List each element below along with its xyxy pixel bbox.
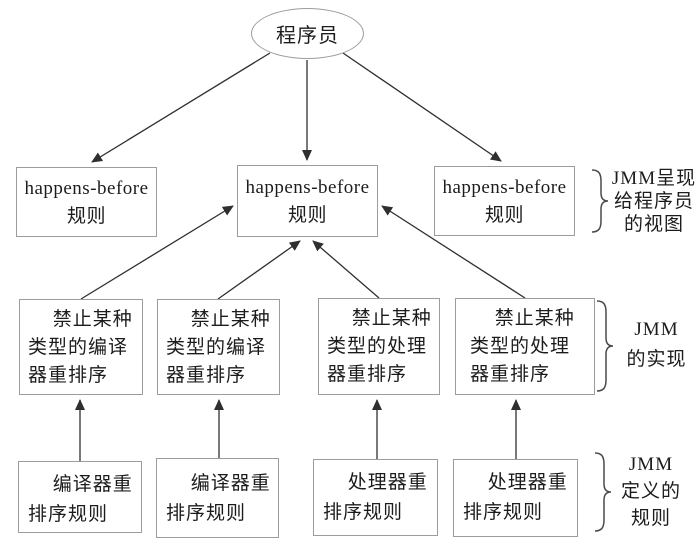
box-line: 类型的编译: [28, 337, 129, 358]
compiler-reorder-rules-box-2: 编译器重 排序规则: [156, 458, 279, 538]
arrow-forbid1-to-hb-middle: [80, 205, 234, 300]
box-line: happens-before: [245, 177, 370, 198]
brace-rules: [594, 452, 612, 532]
brace-view: [591, 169, 609, 233]
label-line: 规则: [630, 508, 671, 529]
box-line: 编译器重: [52, 474, 133, 495]
compiler-reorder-rules-box-1: 编译器重 排序规则: [18, 461, 142, 533]
label-line: 定义的: [620, 481, 681, 502]
box-line: 禁止某种: [52, 309, 133, 330]
arrow-forbid3-to-hb-middle: [312, 240, 380, 299]
box-line: 禁止某种: [190, 309, 271, 330]
label-line: JMM: [634, 319, 679, 340]
box-line: happens-before: [24, 178, 149, 199]
box-line: 排序规则: [323, 502, 404, 523]
box-line: 排序规则: [28, 504, 109, 525]
label-line: 给程序员: [613, 191, 694, 212]
brace-implementation: [596, 300, 614, 392]
happens-before-box-middle: happens-before 规则: [237, 165, 378, 237]
box-line: 器重排序: [470, 364, 551, 385]
arrow-programmer-to-hb-left: [91, 52, 271, 163]
label-line: JMM: [628, 454, 674, 475]
forbid-compiler-reorder-box-1: 禁止某种 类型的编译 器重排序: [19, 299, 143, 395]
box-line: 类型的编译: [166, 337, 267, 358]
box-line: 排序规则: [166, 503, 247, 524]
box-line: 处理器重: [347, 472, 428, 493]
label-jmm-rules: JMM 定义的 规则: [610, 451, 692, 532]
forbid-processor-reorder-box-2: 禁止某种 类型的处理 器重排序: [455, 298, 595, 395]
box-line: 规则: [66, 206, 106, 227]
happens-before-box-right: happens-before 规则: [434, 166, 575, 236]
label-line: 的视图: [623, 214, 684, 235]
programmer-label: 程序员: [276, 25, 339, 47]
box-line: 规则: [287, 205, 327, 226]
box-line: 器重排序: [28, 365, 109, 386]
box-line: 规则: [484, 205, 524, 226]
box-line: 处理器重: [487, 472, 568, 493]
box-line: 禁止某种: [351, 308, 432, 329]
arrow-programmer-to-hb-right: [342, 52, 502, 162]
label-line: 的实现: [626, 349, 687, 370]
box-line: 器重排序: [166, 365, 247, 386]
box-line: 类型的处理: [327, 336, 428, 357]
label-jmm-view: JMM呈现 给程序员 的视图: [608, 167, 700, 236]
arrow-forbid4-to-hb-middle: [381, 205, 526, 299]
happens-before-box-left: happens-before 规则: [16, 167, 157, 237]
processor-reorder-rules-box-1: 处理器重 排序规则: [313, 459, 438, 536]
label-jmm-implementation: JMM 的实现: [615, 315, 698, 375]
box-line: 编译器重: [190, 473, 271, 494]
box-line: 器重排序: [327, 364, 408, 385]
box-line: happens-before: [442, 177, 567, 198]
forbid-processor-reorder-box-1: 禁止某种 类型的处理 器重排序: [318, 298, 440, 395]
programmer-ellipse: 程序员: [251, 8, 364, 59]
box-line: 类型的处理: [470, 336, 571, 357]
box-line: 禁止某种: [494, 308, 575, 329]
processor-reorder-rules-box-2: 处理器重 排序规则: [453, 459, 578, 537]
label-line: JMM呈现: [611, 168, 697, 189]
arrow-forbid2-to-hb-middle: [217, 240, 301, 300]
forbid-compiler-reorder-box-2: 禁止某种 类型的编译 器重排序: [157, 299, 280, 395]
box-line: 排序规则: [463, 502, 544, 523]
